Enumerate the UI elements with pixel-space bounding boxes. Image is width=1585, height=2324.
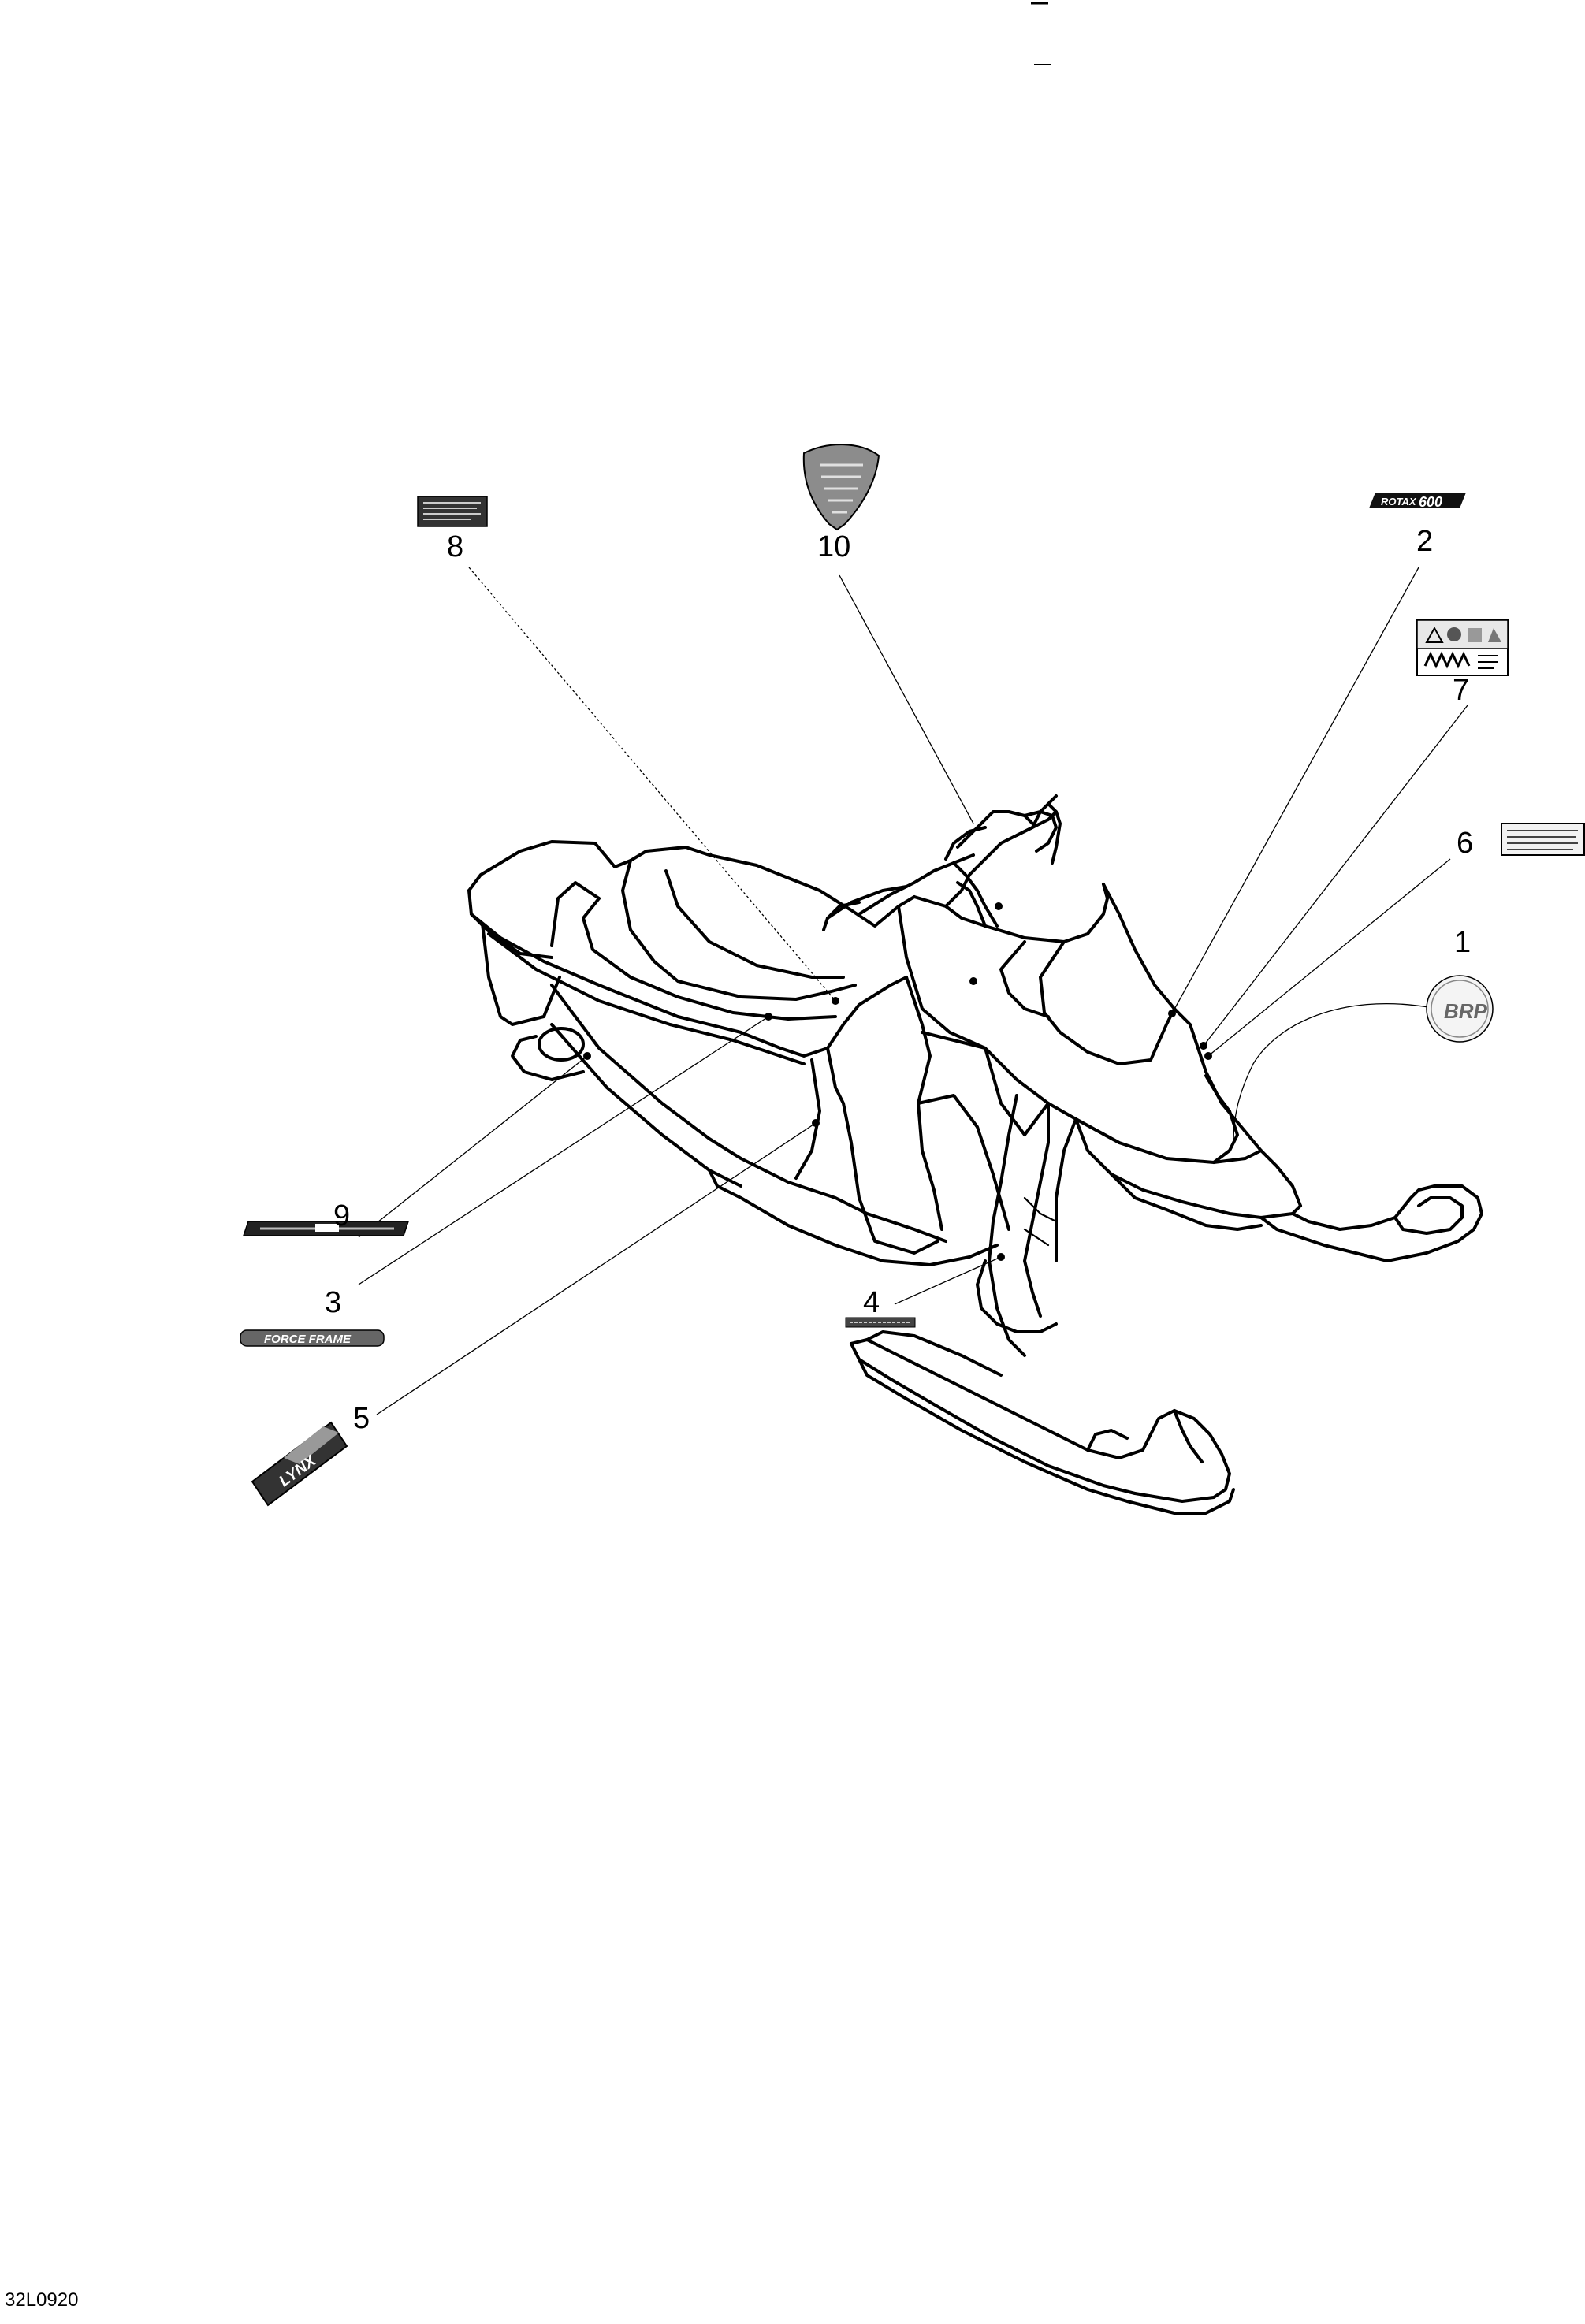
callout-9: 9 [333,1199,350,1233]
rotax-number-text: 600 [1419,494,1442,510]
rotax-text: ROTAX [1381,496,1417,508]
callout-8: 8 [447,530,463,563]
callout-7: 7 [1453,674,1469,707]
force-frame-text: FORCE FRAME [264,1333,352,1346]
callout-numbers: 1 2 3 4 5 6 7 8 9 10 [325,525,1473,1435]
attachment-points [583,902,1212,1261]
decal-1-brp-logo: BRP [1426,975,1494,1043]
reference-code: 32L0920 [5,2289,79,2311]
callout-3: 3 [325,1286,341,1319]
snowmobile-drawing [467,794,1483,1515]
leader-lines [358,567,1468,1415]
decal-3-force-frame: FORCE FRAME [240,1329,385,1347]
callout-4: 4 [863,1286,880,1319]
callout-2: 2 [1416,525,1433,558]
callout-1: 1 [1454,926,1471,959]
decal-9-strip [242,1221,410,1236]
decal-7-pictograms [1416,619,1509,676]
decal-8-label [417,496,488,527]
callout-10: 10 [817,530,850,563]
crop-marks [1031,2,1051,65]
decal-6-label [1501,823,1585,856]
decal-5-lynx: LYNX [251,1421,348,1507]
brp-text: BRP [1444,999,1488,1023]
decal-10-shield [802,444,880,531]
callout-5: 5 [353,1402,370,1435]
decal-4-strip [845,1317,916,1328]
decal-2-rotax: ROTAX 600 [1369,493,1466,510]
callout-6: 6 [1457,827,1473,860]
